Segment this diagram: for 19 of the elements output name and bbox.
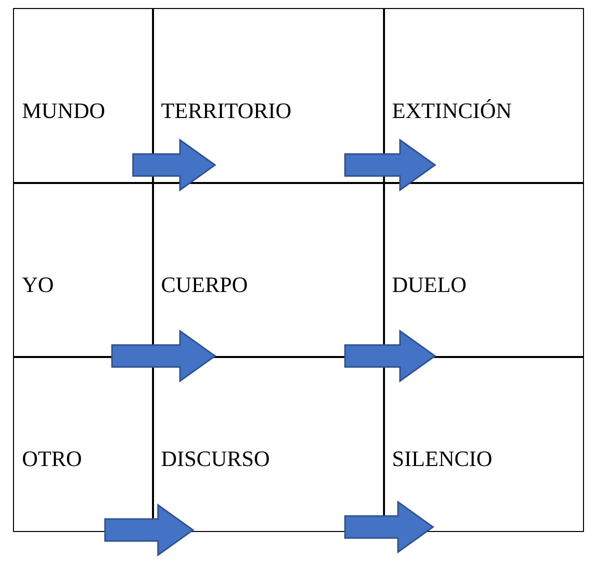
block-arrow — [344, 138, 436, 192]
block-arrow — [132, 138, 216, 192]
concept-label: OTRO — [22, 447, 82, 471]
concept-label: TERRITORIO — [161, 99, 292, 123]
grid-cell — [152, 8, 384, 184]
concept-label: MUNDO — [22, 99, 106, 123]
block-arrow — [111, 330, 216, 382]
grid-cell — [383, 8, 584, 184]
concept-label: YO — [22, 273, 54, 297]
concept-label: DUELO — [392, 273, 467, 297]
concept-label: DISCURSO — [161, 447, 270, 471]
block-arrow — [344, 330, 436, 382]
grid-cell — [13, 182, 154, 358]
block-arrow — [104, 504, 194, 556]
concept-label: CUERPO — [161, 273, 248, 297]
concept-label: SILENCIO — [392, 447, 492, 471]
concept-label: EXTINCIÓN — [392, 99, 512, 123]
grid-cell — [13, 8, 154, 184]
block-arrow — [344, 500, 434, 554]
